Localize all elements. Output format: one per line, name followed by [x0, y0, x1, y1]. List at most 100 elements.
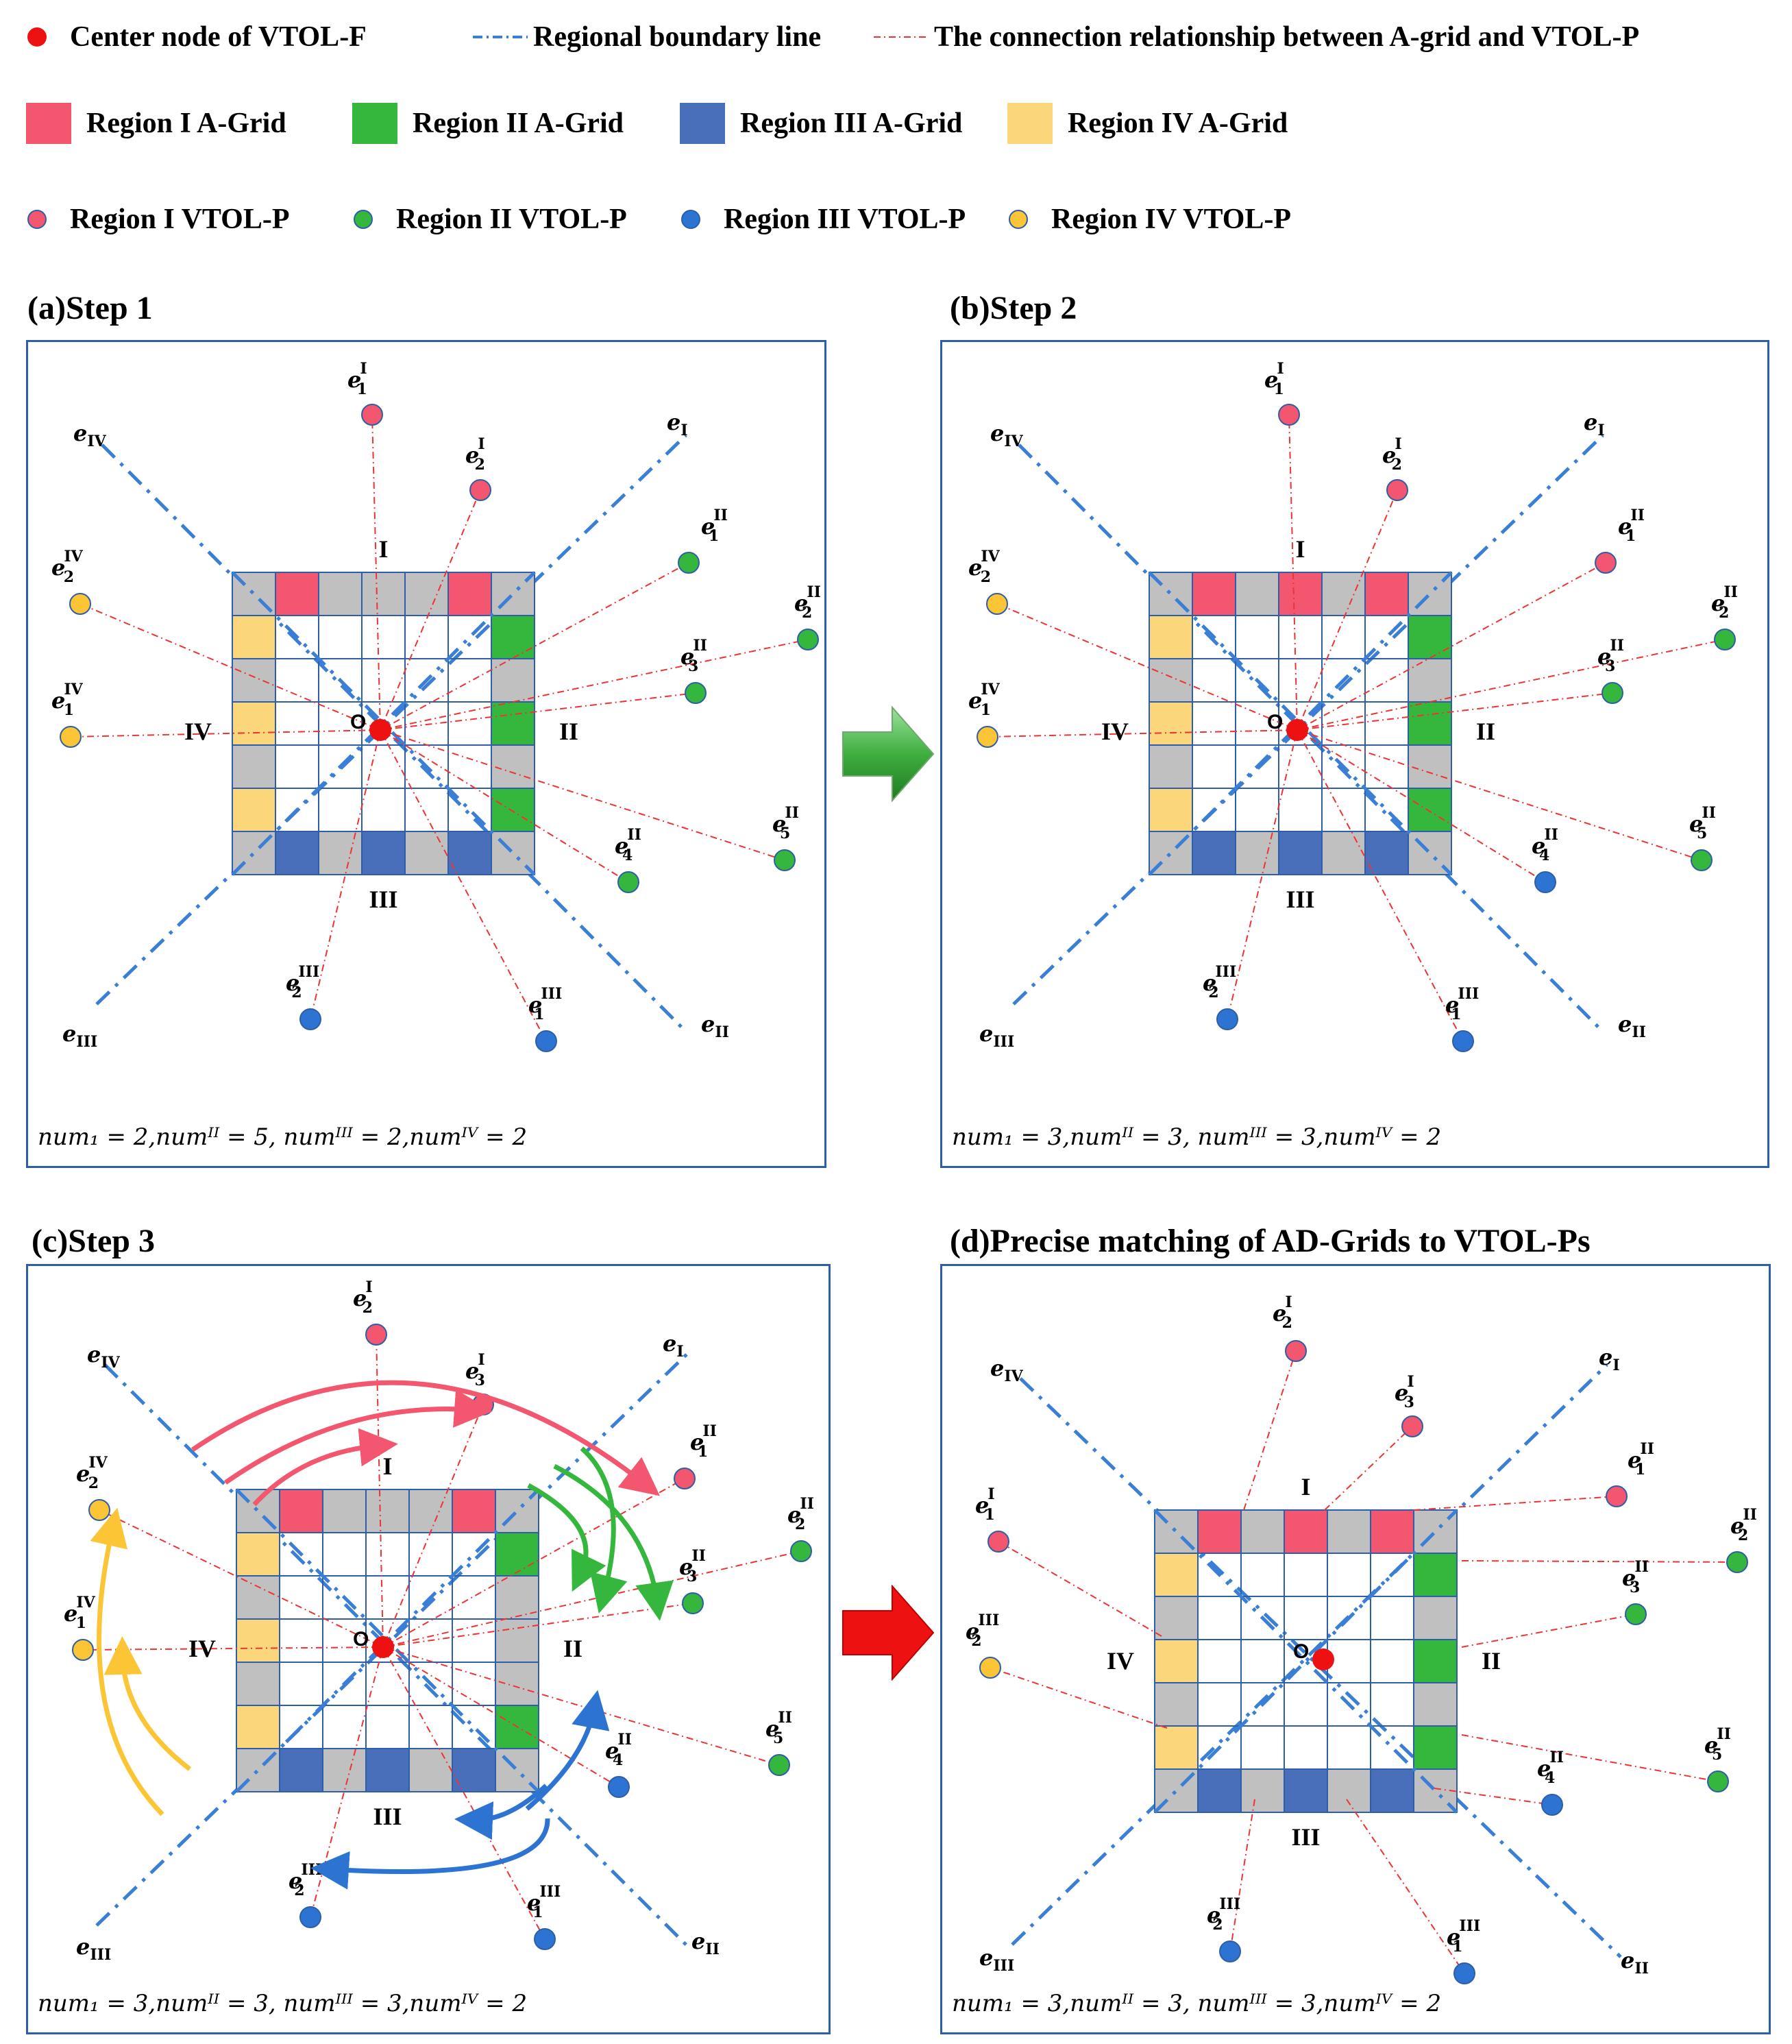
connection-line: [99, 1509, 384, 1648]
adjustment-arrow-icon: [525, 1690, 610, 1811]
grid-cell: [365, 1532, 410, 1577]
vtolp-node: [1625, 1603, 1647, 1625]
vtolp-node: [986, 593, 1008, 615]
boundary-label-ii: eII: [691, 1928, 720, 1958]
grid-cell: [495, 1662, 539, 1706]
grid-cell: [232, 744, 276, 789]
vtolp-node: [977, 726, 998, 748]
grid-cell: [1364, 744, 1409, 789]
grid-cell: [275, 831, 319, 875]
connection-line: [310, 1646, 384, 1918]
grid-cell: [491, 788, 535, 832]
region-label-iii: III: [369, 886, 397, 913]
grid-cell: [1370, 1639, 1414, 1683]
grid-cell: [452, 1748, 496, 1792]
grid-cell: [232, 701, 276, 746]
grid-cell: [1284, 1725, 1328, 1770]
connection-line: [70, 729, 381, 738]
region-label-iv: IV: [184, 718, 212, 745]
region-label-i: I: [382, 1452, 392, 1480]
grid-cell: [447, 572, 492, 616]
grid-cell: [236, 1575, 280, 1620]
connection-line: [1297, 489, 1398, 731]
connection-line: [998, 1541, 1162, 1637]
boundary-label-iv: eIV: [87, 1341, 121, 1372]
region-label-ii: II: [559, 718, 578, 745]
legend-label: Region IV VTOL-P: [1051, 204, 1292, 235]
vtolp-node: [1601, 682, 1623, 704]
grid-cell: [1408, 615, 1452, 659]
grid-cell: [1197, 1682, 1242, 1727]
region-label-i: I: [1301, 1473, 1310, 1500]
region-i-agrid-swatch: [26, 103, 71, 144]
grid-cell: [279, 1662, 323, 1706]
grid-cell: [491, 744, 535, 789]
connection-line: [1413, 1496, 1617, 1511]
center-label: O: [353, 1628, 369, 1651]
connection-line: [1324, 1426, 1413, 1511]
region-label-i: I: [1295, 535, 1305, 563]
grid-cell: [491, 615, 535, 659]
region-label-ii: II: [1476, 718, 1495, 745]
connection-line: [1434, 1788, 1553, 1805]
vtolp-node: [1707, 1771, 1729, 1792]
connection-line: [380, 489, 481, 731]
connection-line: [1461, 1734, 1719, 1782]
center-node: [372, 1636, 394, 1658]
connection-line: [1229, 1799, 1255, 1952]
grid-cell: [1321, 788, 1366, 832]
grid-cell: [1278, 831, 1323, 875]
grid-cell: [232, 788, 276, 832]
grid-cell: [279, 1748, 323, 1792]
grid-cell: [495, 1618, 539, 1663]
legend-label: Region II VTOL-P: [396, 204, 627, 235]
boundary-line-inner: [235, 1488, 540, 1793]
connection-line: [1297, 729, 1464, 1042]
grid-cell: [1192, 658, 1236, 703]
boundary-label-ii: eII: [701, 1011, 729, 1041]
grid-cell: [1149, 701, 1193, 746]
center-label: O: [350, 711, 366, 733]
grid-cell: [361, 615, 406, 659]
vtolp-node: [682, 1592, 704, 1614]
grid-cell: [1278, 788, 1323, 832]
grid-cell: [1370, 1509, 1414, 1554]
grid-cell: [1149, 788, 1193, 832]
connection-line: [382, 1478, 685, 1648]
grid-cell: [447, 658, 492, 703]
grid-cell: [1154, 1596, 1199, 1640]
grid-cell: [1364, 572, 1409, 616]
boundary-label-i: eI: [667, 409, 688, 439]
region-label-ii: II: [563, 1635, 582, 1662]
count-note: num₁ = 3,numᴵᴵ = 3, numᴵᴵᴵ = 3,numᴵⱽ = 2: [38, 1990, 528, 2017]
legend-item-region-iii-vtolp: Region III VTOL-P: [681, 203, 966, 236]
center-label: O: [1293, 1640, 1309, 1663]
panel-title-d: (d)Precise matching of AD-Grids to VTOL-…: [950, 1223, 1591, 1259]
grid-cell: [1240, 1725, 1285, 1770]
region-label-iv: IV: [1101, 718, 1129, 745]
vtolp-node: [1216, 1008, 1238, 1030]
legend-item-region-ii-vtolp: Region II VTOL-P: [354, 203, 627, 236]
connection-line: [1461, 1614, 1636, 1648]
vtolp-node: [88, 1499, 110, 1521]
region-label-ii: II: [1482, 1647, 1501, 1675]
vtolp-node: [1401, 1415, 1423, 1437]
grid-cell: [408, 1748, 453, 1792]
grid-cell: [318, 615, 363, 659]
